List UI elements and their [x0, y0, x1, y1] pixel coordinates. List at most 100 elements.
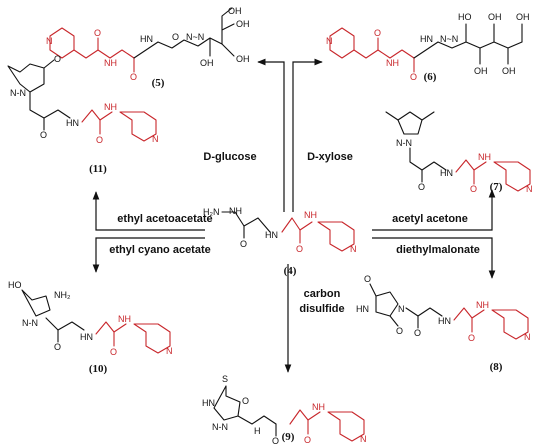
atom-o-red: O — [410, 72, 417, 82]
atom-n-n: N-N — [10, 88, 26, 98]
atom-hn: HN — [80, 332, 93, 342]
compound-11-structure: O N-N O HN O NH N — [7, 54, 159, 145]
arrow-to-6 — [292, 58, 323, 212]
atom-o: O — [418, 182, 425, 192]
compound-label-11: (11) — [89, 163, 107, 175]
reagent-d-glucose: D-glucose — [203, 151, 256, 163]
atom-oh: OH — [236, 54, 250, 64]
compound-4-structure: H₂N NH O HN O NH N — [203, 206, 357, 254]
atom-n-red: N — [350, 244, 357, 254]
atom-nh-red: NH — [118, 314, 131, 324]
atom-hn: HN — [356, 304, 369, 314]
atom-nh2: NH₂ — [54, 290, 71, 300]
atom-o: O — [396, 326, 403, 336]
atom-oh: OH — [228, 6, 242, 16]
reagent-diethylmalonate: diethylmalonate — [396, 244, 480, 256]
atom-n-n: N-N — [212, 422, 228, 432]
atom-h: H — [254, 426, 261, 436]
arrow-to-10 — [92, 237, 205, 273]
atom-ho: HO — [8, 280, 22, 290]
compound-label-9: (9) — [282, 431, 295, 443]
compound-label-8: (8) — [490, 361, 503, 373]
atom-oh: OH — [474, 66, 488, 76]
atom-n-n: N~N — [186, 32, 204, 42]
atom-n-n: N-N — [396, 138, 412, 148]
atom-o: O — [364, 274, 371, 284]
atom-o: O — [414, 328, 421, 338]
atom-o: O — [272, 436, 279, 445]
arrow-to-7 — [372, 189, 496, 231]
compound-5-structure: N O NH O HN O N~N OH OH OH OH — [46, 6, 250, 82]
compound-6-structure: N O NH O HN N~N HO OH OH OH OH — [326, 12, 530, 82]
atom-n-red: N — [152, 134, 159, 144]
atom-o-red: O — [130, 72, 137, 82]
atom-nh-red: NH — [104, 102, 117, 112]
atom-n-red: N — [524, 332, 531, 342]
atom-hn: HN — [202, 398, 215, 408]
atom-o: O — [40, 130, 47, 140]
atom-nh-red: NH — [476, 300, 489, 310]
compound-9-structure: S HN O N-N H O O NH N — [202, 374, 367, 445]
atom-nh-red: NH — [104, 58, 117, 68]
atom-oh: OH — [502, 66, 516, 76]
compound-8-structure: O O HN N O HN O NH N — [356, 274, 531, 343]
compound-label-7: (7) — [490, 181, 503, 193]
atom-o-red: O — [374, 28, 381, 38]
atom-o-red: O — [96, 135, 103, 145]
atom-nh-red: NH — [478, 152, 491, 162]
arrow-to-11 — [92, 191, 205, 231]
compound-7-structure: N-N O HN O NH N — [385, 111, 533, 194]
atom-o: O — [54, 342, 61, 352]
atom-o: O — [240, 239, 247, 249]
atom-o-red: O — [296, 244, 303, 254]
arrow-to-8 — [372, 237, 496, 279]
arrow-to-5 — [257, 58, 285, 212]
atom-nh-red: NH — [312, 402, 325, 412]
atom-o-red: O — [110, 347, 117, 357]
atom-s: S — [222, 374, 228, 384]
compound-label-6: (6) — [424, 71, 437, 83]
reaction-arrows — [92, 58, 496, 373]
atom-h2n: H₂N — [203, 207, 220, 217]
atom-nh: NH — [229, 206, 242, 216]
atom-n-n: N-N — [22, 318, 38, 328]
atom-hn: HN — [438, 316, 451, 326]
atom-o-red: O — [470, 184, 477, 194]
reagent-ethyl-acetoacetate: ethyl acetoacetate — [117, 213, 212, 225]
atom-nh-red: NH — [386, 58, 399, 68]
reagent-carbon: carbon — [304, 288, 341, 300]
atom-o-red: O — [94, 28, 101, 38]
reagent-d-xylose: D-xylose — [307, 151, 353, 163]
atom-n: N — [398, 304, 405, 314]
atom-oh: OH — [200, 58, 214, 68]
atom-n-red: N — [360, 434, 367, 444]
atom-hn: HN — [440, 168, 453, 178]
reagent-acetyl-acetone: acetyl acetone — [392, 213, 468, 225]
atom-hn: HN — [265, 230, 278, 240]
atom-n-red: N — [526, 184, 533, 194]
atom-o: O — [242, 396, 249, 406]
compound-label-5: (5) — [152, 77, 165, 89]
atom-hn: HN — [420, 34, 433, 44]
atom-hn: HN — [140, 34, 153, 44]
atom-n-red: N — [166, 346, 173, 356]
atom-o-red: O — [468, 333, 475, 343]
reagent-ethyl-cyano-acetate: ethyl cyano acetate — [109, 244, 211, 256]
compound-label-10: (10) — [89, 363, 108, 375]
atom-n-red: N — [46, 36, 53, 46]
reagent-disulfide: disulfide — [299, 303, 344, 315]
atom-oh: OH — [236, 19, 250, 29]
compound-label-4: (4) — [284, 265, 297, 277]
atom-o: O — [172, 32, 179, 42]
atom-oh: OH — [516, 12, 530, 22]
atom-oh: OH — [488, 12, 502, 22]
compound-10-structure: HO NH₂ N-N O HN O NH N — [8, 280, 173, 357]
atom-ho: HO — [458, 12, 472, 22]
atom-hn: HN — [66, 118, 79, 128]
atom-nh-red: NH — [304, 210, 317, 220]
atom-o-red: O — [304, 435, 311, 445]
atom-n-red: N — [326, 36, 333, 46]
atom-o: O — [54, 54, 61, 64]
atom-n-n: N~N — [440, 34, 458, 44]
